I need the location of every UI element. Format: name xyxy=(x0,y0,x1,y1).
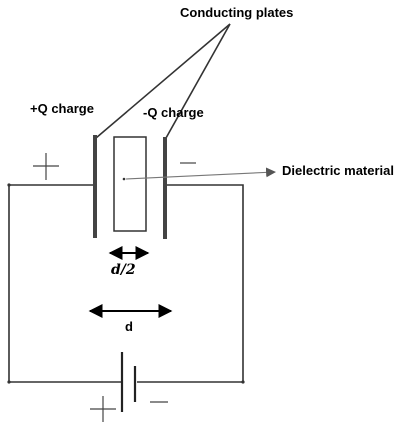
wire-left xyxy=(8,184,121,383)
positive-charge-label: +Q charge xyxy=(30,101,94,116)
dielectric-center-dot xyxy=(122,177,126,181)
leader-line-left xyxy=(95,23,231,139)
dielectric-label: Dielectric material xyxy=(282,163,394,178)
positive-plate xyxy=(93,135,97,238)
half-gap-label: d/2 xyxy=(111,262,136,278)
wire-node xyxy=(7,380,11,384)
wire-node xyxy=(7,183,11,187)
wire-node xyxy=(241,380,245,384)
battery-plus-icon xyxy=(90,396,116,422)
dielectric-leader-arrow xyxy=(125,167,276,180)
leader-line-right xyxy=(165,23,231,139)
gap-label: d xyxy=(125,319,133,334)
negative-plate xyxy=(163,137,167,239)
dielectric-slab xyxy=(113,136,147,232)
conducting-plates-label: Conducting plates xyxy=(180,5,293,20)
plus-sign-icon xyxy=(33,153,59,180)
negative-charge-label: -Q charge xyxy=(143,105,204,120)
wire-right xyxy=(137,184,244,383)
